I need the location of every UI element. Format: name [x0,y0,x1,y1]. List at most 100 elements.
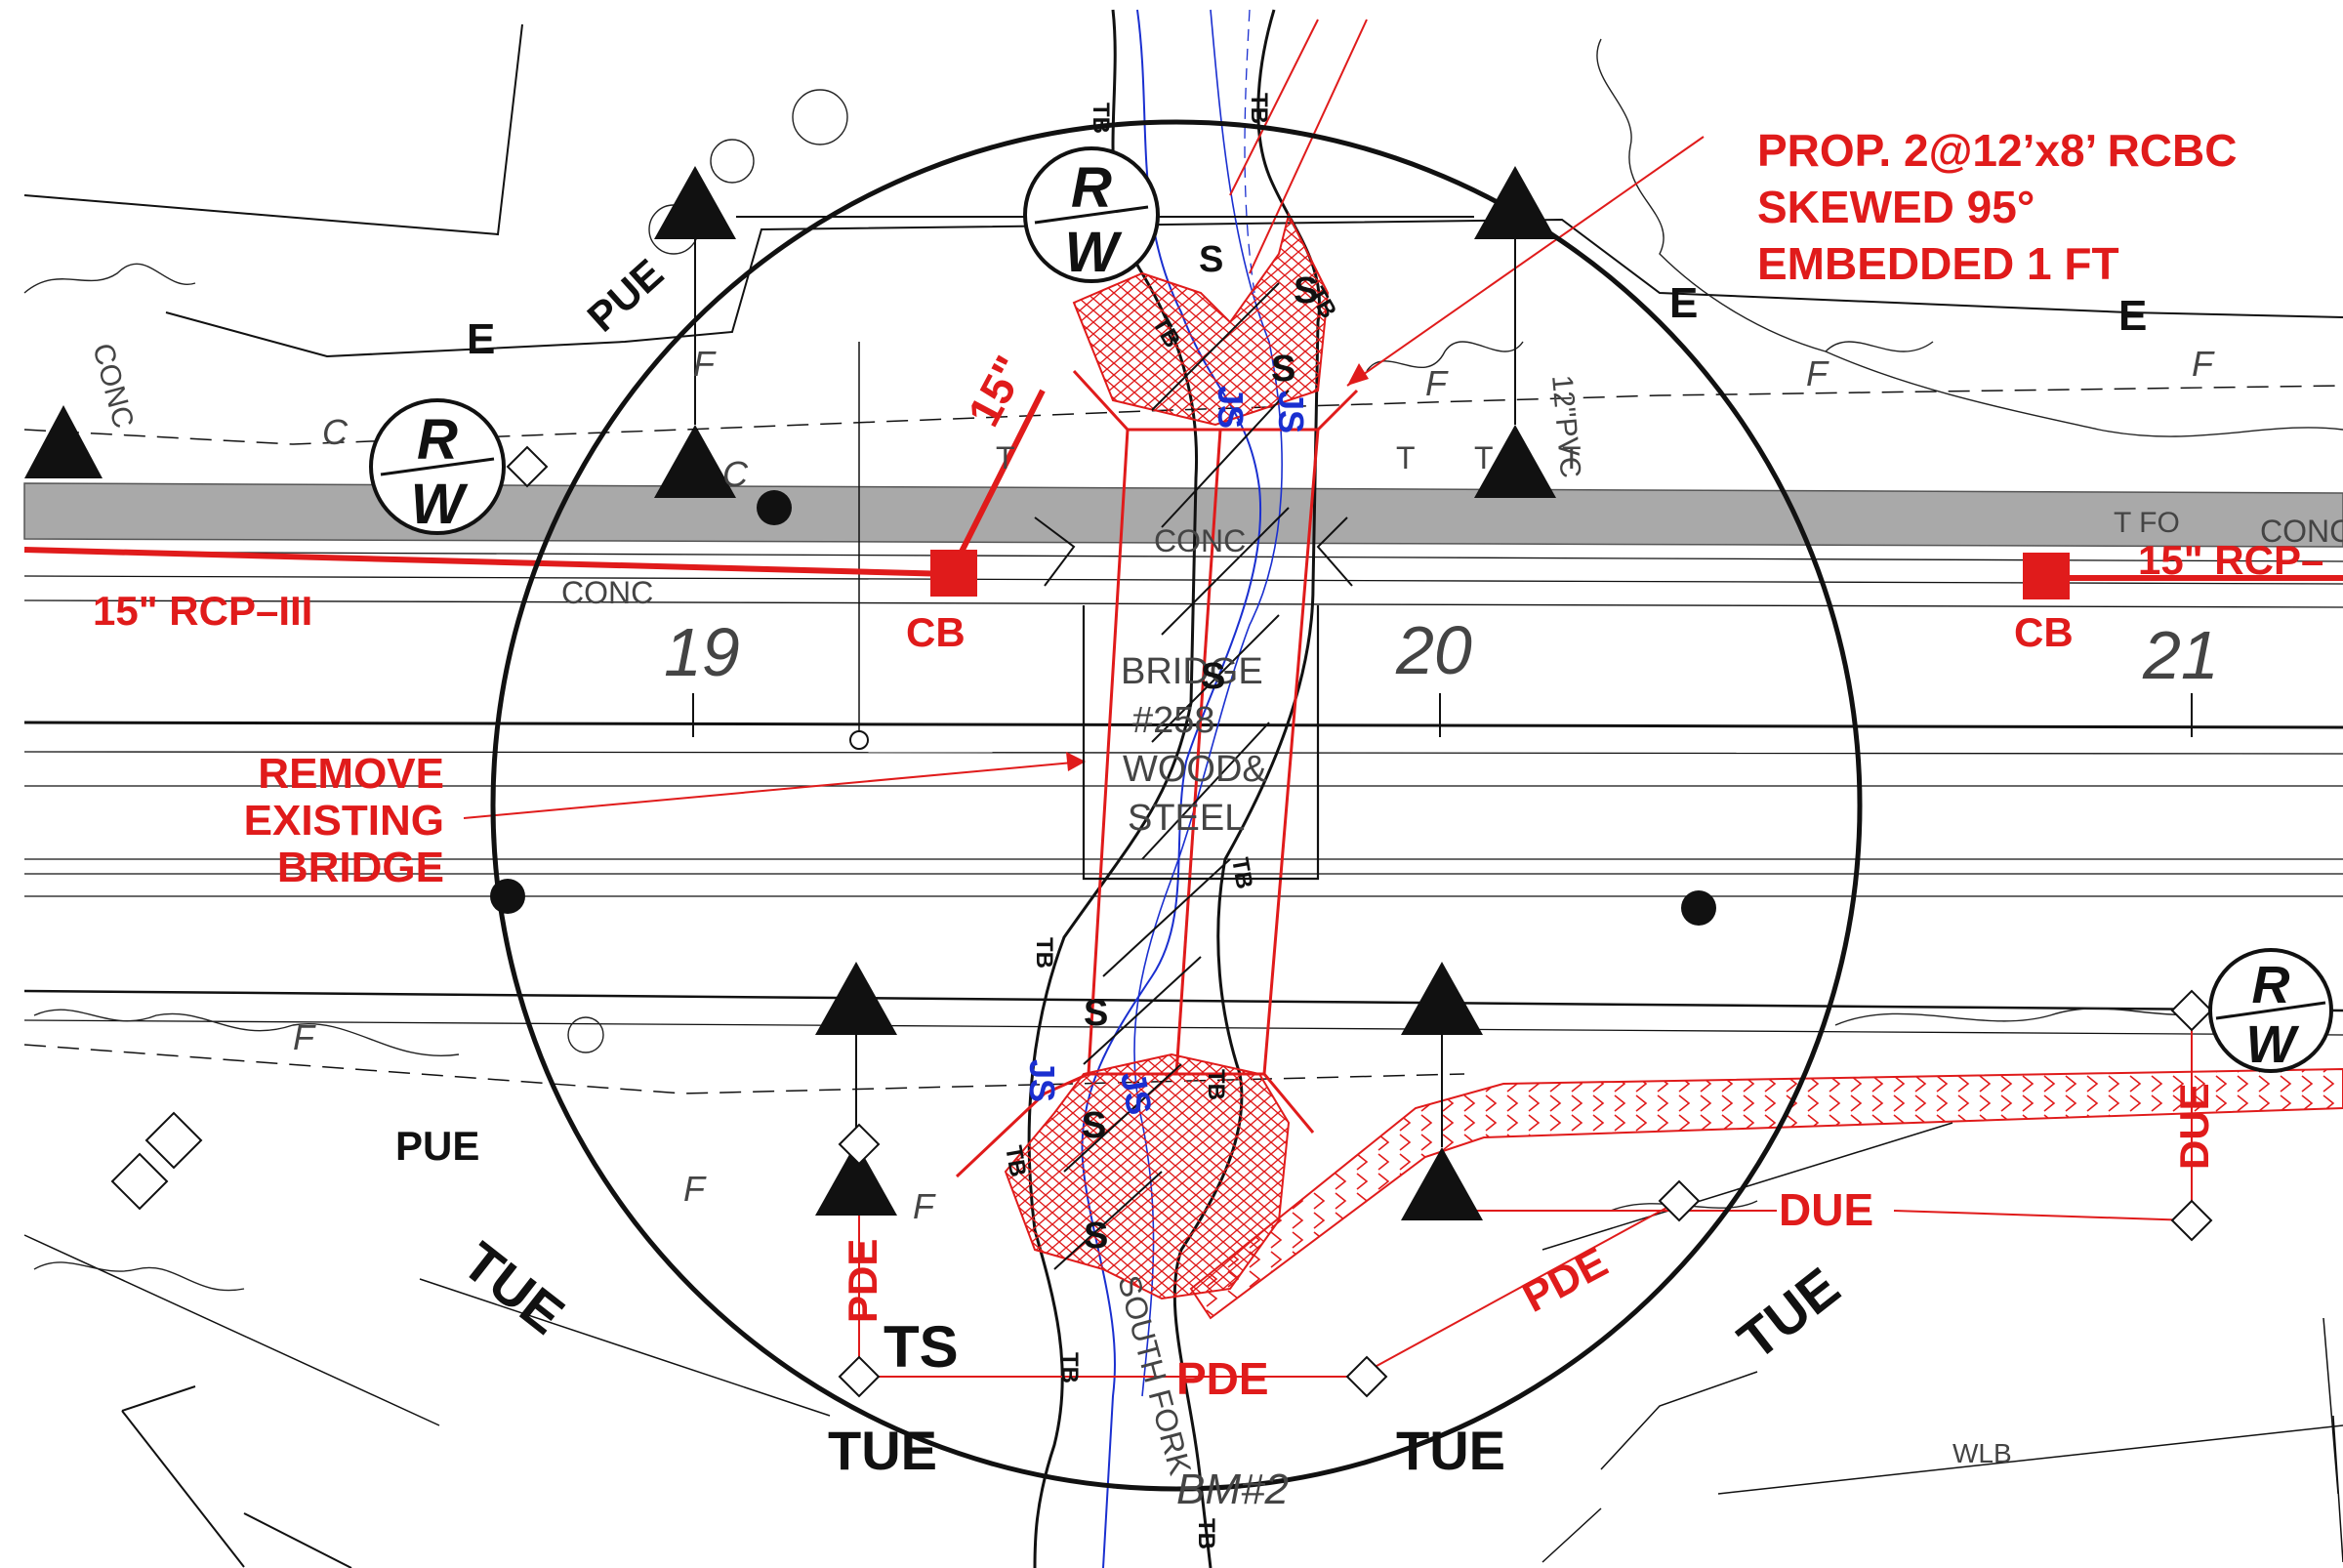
riprap-upstream [1072,212,1330,427]
due-vertical-label: DUE [2171,1083,2217,1170]
survey-control-markers [24,166,1716,1220]
pde-diagonal-label: PDE [1515,1238,1616,1322]
js-mark: JS [1022,1059,1062,1102]
station-19: 19 [664,614,740,690]
s-mark: S [1199,239,1223,280]
conc-label-3: CONC [1154,523,1246,558]
triangle-marker [1401,962,1483,1035]
telephone-mark: T [1474,440,1494,475]
pavement-band [23,482,2343,548]
due-horizontal-label: DUE [1779,1184,1873,1235]
telephone-mark: T [996,440,1015,475]
tue-bottom-left-label: TUE [828,1420,937,1481]
tb-mark: TB [1031,937,1057,969]
tb-mark: TB [1193,1518,1219,1549]
triangle-marker [815,1142,897,1216]
bridge-hatch [1034,282,1353,1270]
rw-top-w: W [1065,221,1123,284]
tb-mark: TB [1226,855,1257,890]
tb-mark: TB [1000,1143,1031,1178]
triangle-marker [1474,166,1556,239]
tue-right-label: TUE [1727,1256,1851,1372]
rw-left-w: W [411,473,469,536]
station-20: 20 [1395,612,1472,688]
conc-label-4: CONC [2260,514,2343,549]
channel-marks: TB TB TB TB TB TB TB TB TB TB JS JS JS J… [293,93,2215,1549]
remove-callout-line-1: REMOVE [258,750,444,798]
js-mark: JS [1271,391,1311,433]
rw-right-w: W [2246,1015,2300,1074]
culvert-callout-line-2: SKEWED 95° [1757,182,2035,232]
remove-callout-line-3: BRIDGE [277,844,444,891]
cb-left-label: CB [906,609,966,655]
rw-marker-left: R W [369,398,506,536]
s-mark: S [1201,656,1225,697]
rcp-pipe-left [23,547,953,577]
fence-mark: F [693,344,717,384]
wlb-label: WLB [1952,1438,2012,1468]
conc-label-1: CONC [86,340,140,432]
ts-label: TS [884,1314,959,1380]
e-label-1: E [467,315,495,363]
bm-label: BM#2 [1176,1465,1289,1513]
js-mark: JS [1211,386,1251,429]
rw-marker-right: R W [2208,948,2333,1074]
cb-right-label: CB [2014,609,2074,655]
rw-left-r: R [417,408,458,472]
catch-basin-right [2023,553,2070,599]
tfo-label: T FO [2114,507,2180,539]
pue-lower-label: PUE [395,1123,479,1169]
rw-marker-top: R W [1023,146,1160,284]
fence-mark: F [2192,344,2215,384]
culvert-leader [1346,136,1705,387]
triangle-marker [1474,425,1556,498]
s-mark: S [1084,993,1108,1034]
fence-mark: F [293,1017,316,1057]
fence-mark: F [913,1186,936,1226]
e-label-2: E [1669,279,1698,327]
tue-bottom-right-label: TUE [1396,1420,1505,1481]
s-mark: S [1084,1216,1108,1257]
existing-bridge-label: BRIDGE #258 WOOD& STEEL [1121,651,1267,839]
e-label-3: E [2118,292,2147,340]
drainage-easement-strip [1189,1067,2343,1320]
curb-mark: C [322,412,349,452]
easement-corner-markers [110,445,2213,1398]
scope-circle [490,119,1863,1492]
culvert-callout-line-1: PROP. 2@12’x8’ RCBC [1757,125,2237,176]
s-mark: S [1271,349,1295,390]
triangle-marker [654,166,736,239]
remove-bridge-callout: REMOVE EXISTING BRIDGE [244,750,444,891]
telephone-mark: T [1562,440,1582,475]
pde-vertical-label: PDE [840,1239,885,1323]
s-mark: S [1294,270,1318,311]
conc-label-2: CONC [561,575,653,610]
riprap-downstream [1004,1052,1291,1300]
proposed-improvements [23,19,2343,1378]
tb-mark: TB [1203,1069,1229,1100]
fence-mark: F [1425,363,1449,403]
triangle-marker [1401,1147,1483,1220]
telephone-mark: T [1396,440,1416,475]
existing-roadway-linework [23,23,2343,1568]
culvert-callout: PROP. 2@12’x8’ RCBC SKEWED 95° EMBEDDED … [1757,125,2237,289]
remove-callout-line-2: EXISTING [244,797,444,845]
pipe-15-lateral [959,389,1046,554]
culvert-callout-line-3: EMBEDDED 1 FT [1757,238,2119,289]
js-mark: JS [1113,1068,1160,1117]
bridge-line-2: #258 [1132,700,1215,741]
bridge-line-1: BRIDGE [1121,651,1263,692]
remove-bridge-leader [463,761,1085,819]
pde-bottom-label: PDE [1176,1353,1269,1404]
triangle-marker [815,962,897,1035]
curb-mark: C [722,454,749,494]
tue-left-label: TUE [452,1230,576,1346]
pue-upper-label: PUE [579,250,673,341]
rcp-right-label: 15" RCP– [2138,537,2323,583]
triangle-marker [24,405,103,478]
bridge-line-4: STEEL [1128,798,1245,839]
rw-right-r: R [2252,956,2290,1014]
catch-basin-left [930,550,977,597]
station-21: 21 [2142,617,2219,693]
